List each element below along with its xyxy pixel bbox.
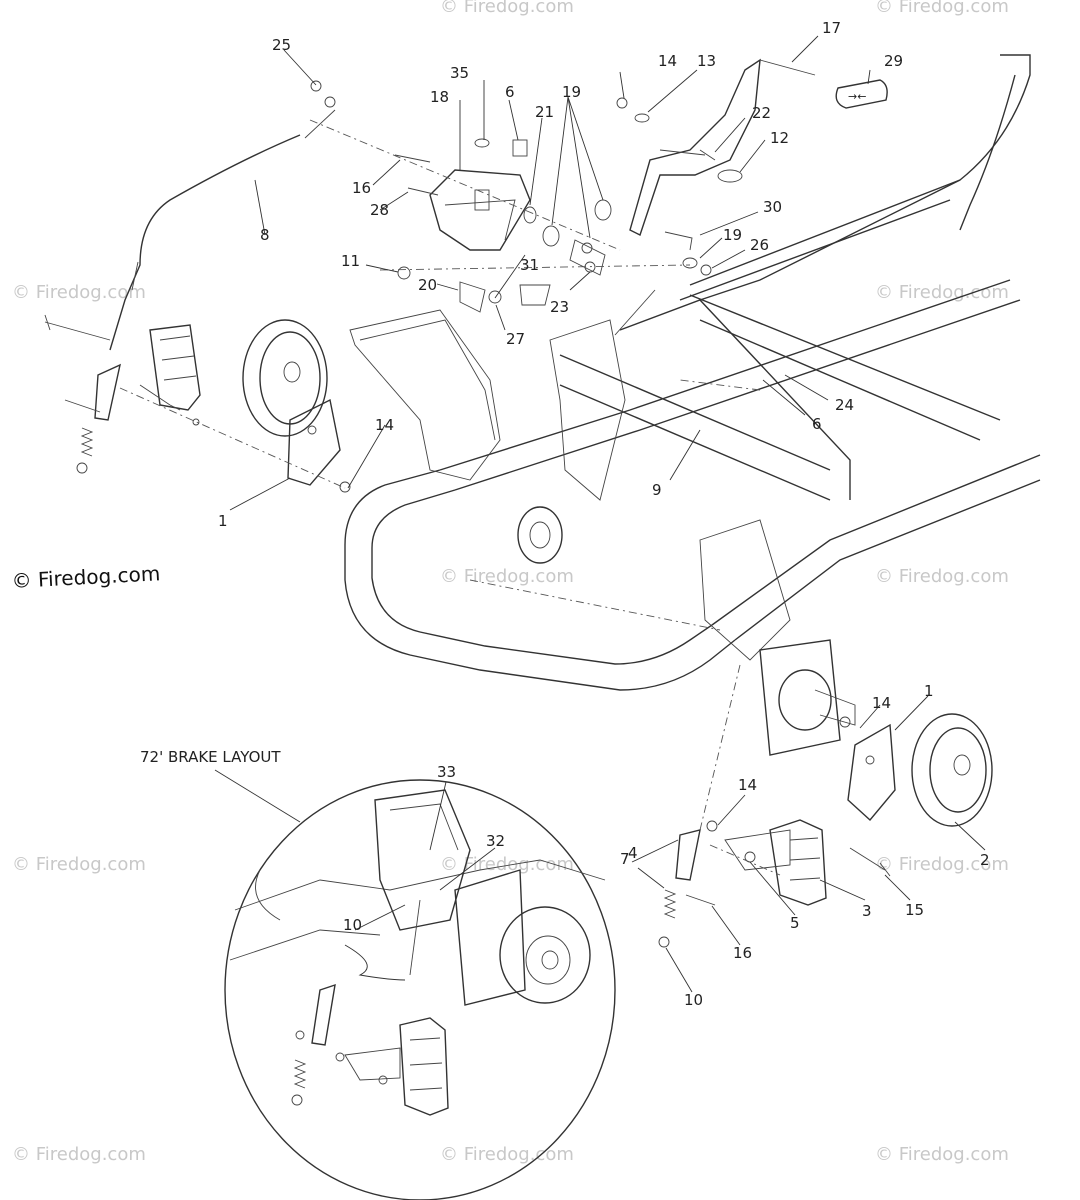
watermarks: © Firedog.com © Firedog.com © Firedog.co… [12, 0, 1009, 1165]
callout-5: 5 [790, 914, 800, 932]
watermark: © Firedog.com [440, 854, 574, 875]
right-brake-assembly [658, 664, 993, 948]
callout-4: 4 [628, 844, 638, 862]
callout-30: 30 [763, 198, 782, 216]
watermark: © Firedog.com [12, 854, 146, 875]
callout-28: 28 [370, 201, 389, 219]
inset-title: 72' BRAKE LAYOUT [140, 748, 281, 766]
callout-16: 16 [733, 944, 752, 962]
callout-21: 21 [535, 103, 554, 121]
brake-cable [109, 80, 336, 351]
watermark: © Firedog.com [440, 1144, 574, 1165]
watermark: © Firedog.com [440, 566, 574, 587]
tag-29-text: →← [848, 90, 866, 103]
brake-linkage-bracket [309, 119, 691, 313]
watermark: © Firedog.com [12, 282, 146, 303]
callout-35: 35 [450, 64, 469, 82]
watermark: © Firedog.com [875, 0, 1009, 17]
callout-33: 33 [437, 763, 456, 781]
inset-72-brake-layout [214, 769, 616, 1200]
watermark: © Firedog.com [12, 1144, 146, 1165]
callout-9: 9 [652, 481, 662, 499]
callout-25: 25 [272, 36, 291, 54]
callout-32: 32 [486, 832, 505, 850]
callout-24: 24 [835, 396, 854, 414]
tag-29: →← [835, 79, 888, 109]
callout-15: 15 [905, 901, 924, 919]
watermark: © Firedog.com [440, 0, 574, 17]
callout-16: 16 [352, 179, 371, 197]
left-brake-assembly [44, 314, 351, 493]
callout-17: 17 [822, 19, 841, 37]
callout-10: 10 [684, 991, 703, 1009]
watermark: © Firedog.com [875, 854, 1009, 875]
watermark: © Firedog.com [875, 1144, 1009, 1165]
callout-8: 8 [260, 226, 270, 244]
callout-10: 10 [343, 916, 362, 934]
callout-6: 6 [505, 83, 515, 101]
callout-14: 14 [738, 776, 757, 794]
callout-26: 26 [750, 236, 769, 254]
callout-3: 3 [862, 902, 872, 920]
brake-lever [614, 58, 816, 391]
callout-31: 31 [520, 256, 539, 274]
callout-14: 14 [658, 52, 677, 70]
leader-lines [229, 35, 986, 993]
callout-13: 13 [697, 52, 716, 70]
callout-29: 29 [884, 52, 903, 70]
callout-14: 14 [872, 694, 891, 712]
callout-12: 12 [770, 129, 789, 147]
callout-22: 22 [752, 104, 771, 122]
callout-19: 19 [562, 83, 581, 101]
callout-1: 1 [218, 512, 228, 530]
callout-18: 18 [430, 88, 449, 106]
callout-20: 20 [418, 276, 437, 294]
callout-23: 23 [550, 298, 569, 316]
mower-frame [344, 54, 1041, 756]
watermark: © Firedog.com [875, 282, 1009, 303]
watermark: © Firedog.com [875, 566, 1009, 587]
callout-1: 1 [924, 682, 934, 700]
callout-7: 7 [620, 850, 630, 868]
main-watermark: © Firedog.com [11, 561, 161, 593]
callout-2: 2 [980, 851, 990, 869]
callout-11: 11 [341, 252, 360, 270]
callout-14: 14 [375, 416, 394, 434]
callout-27: 27 [506, 330, 525, 348]
callout-19: 19 [723, 226, 742, 244]
callout-6: 6 [812, 415, 822, 433]
callout-labels: 25 35 6 19 18 21 16 28 8 11 31 20 23 27 … [140, 19, 990, 1009]
